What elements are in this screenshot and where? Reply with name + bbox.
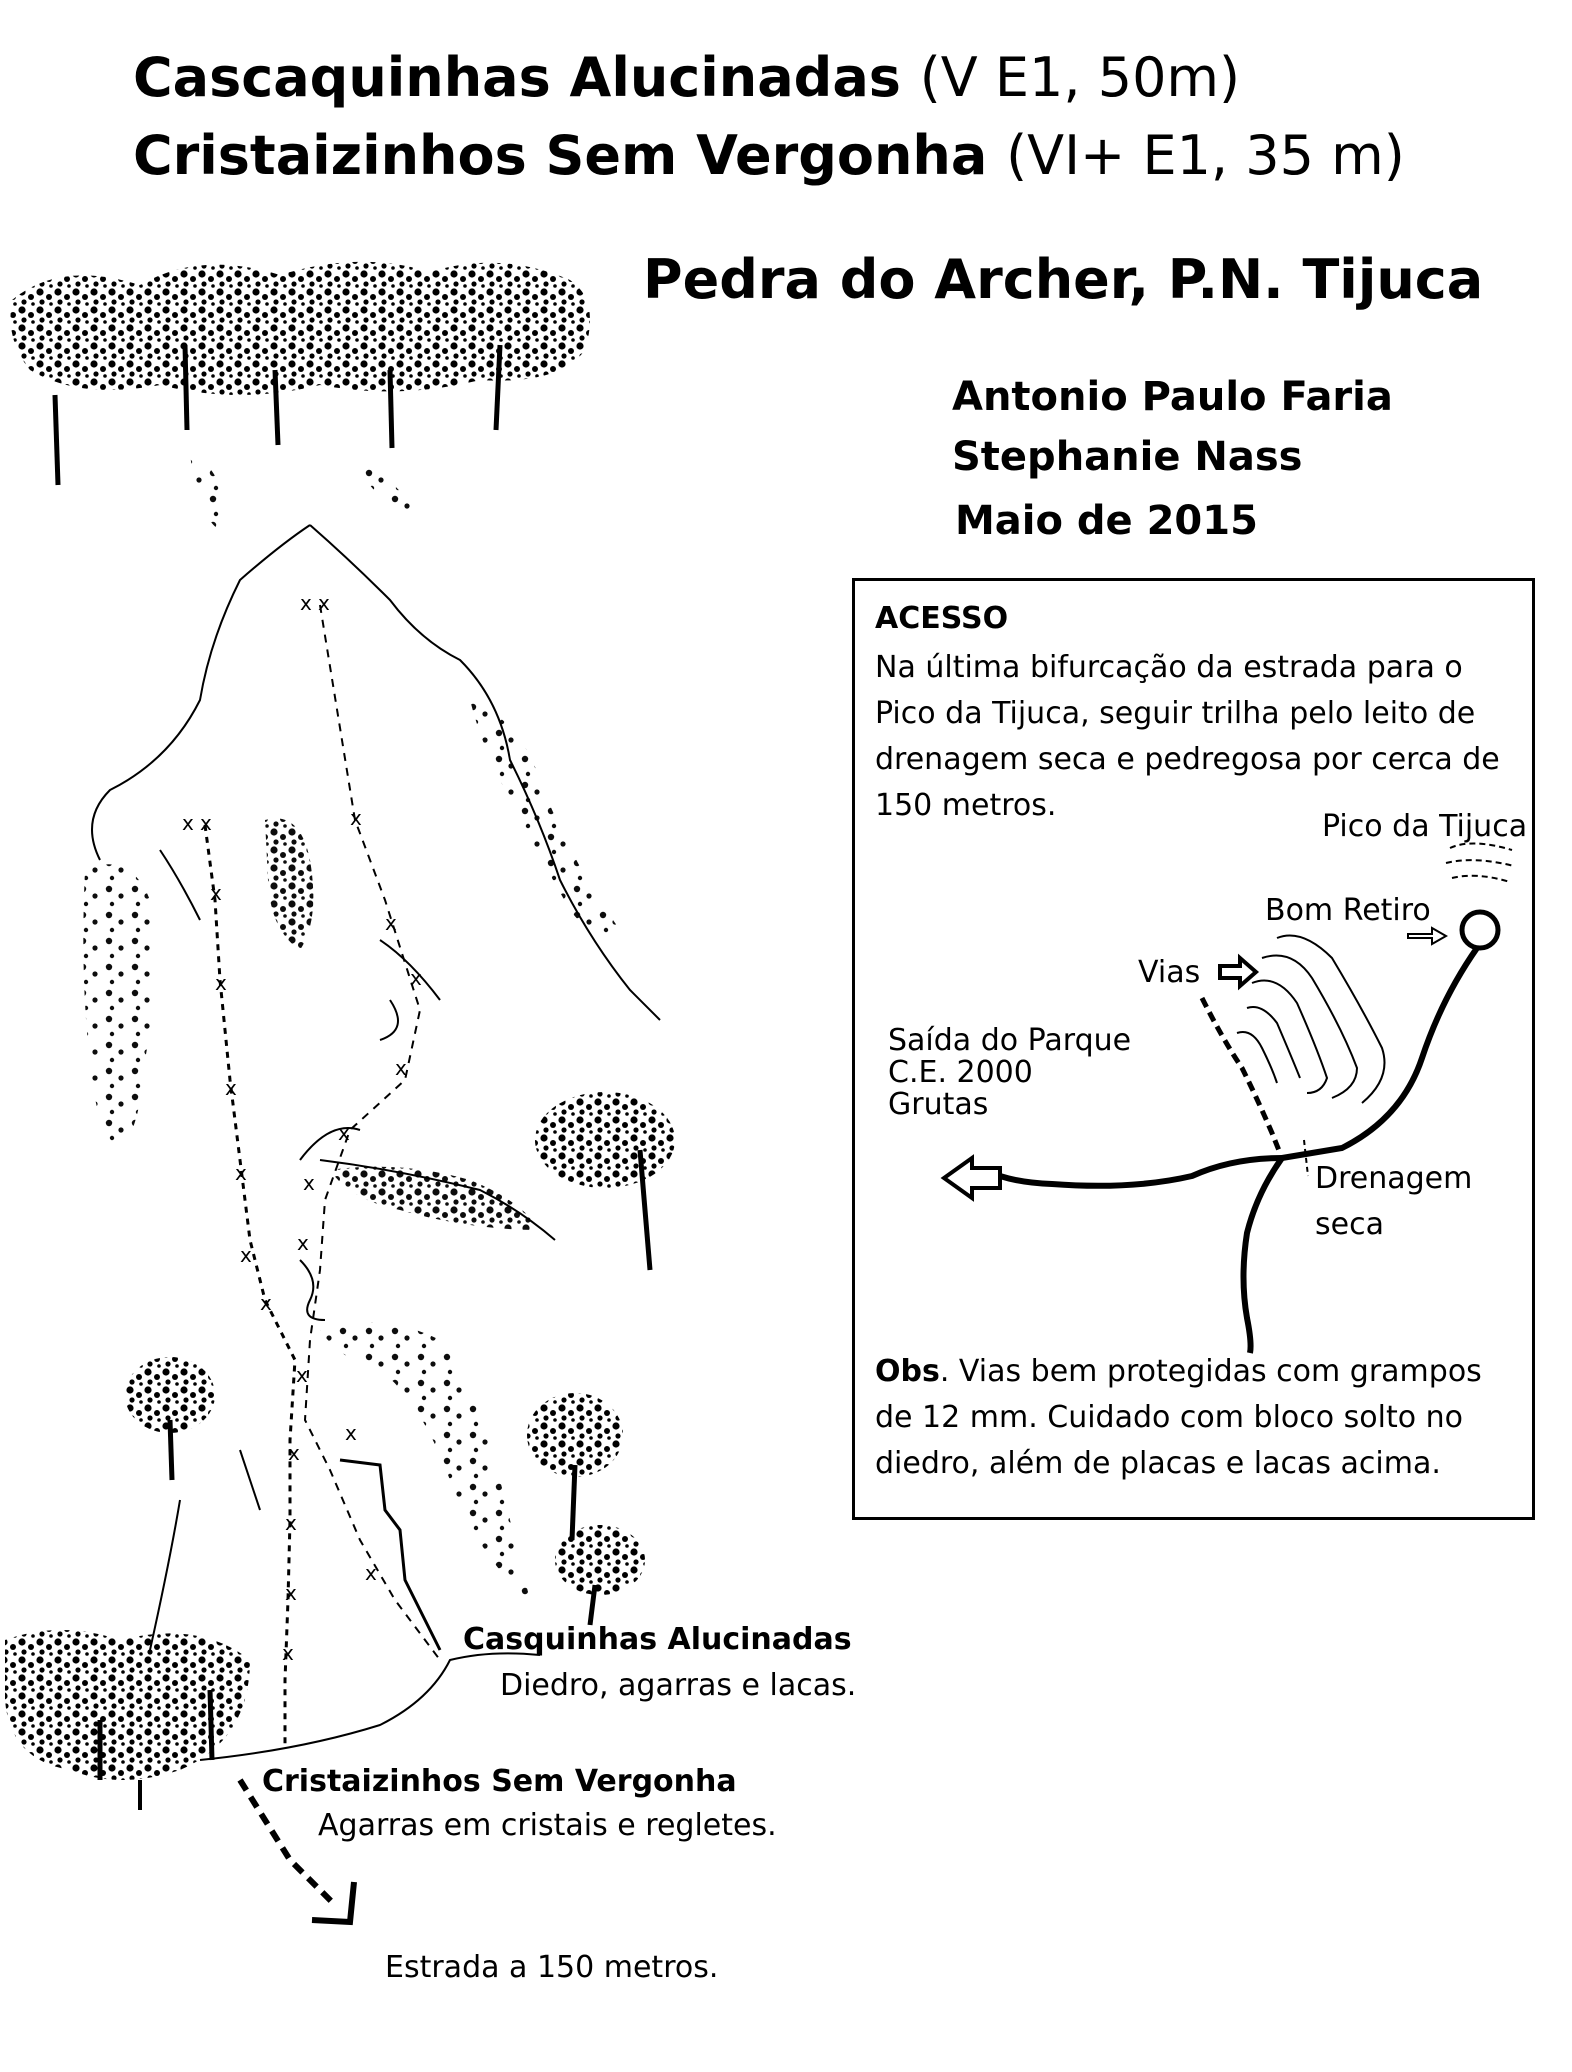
bolt-marker: x xyxy=(210,881,222,905)
obs-label: Obs xyxy=(875,1354,940,1389)
title-line-2: Cristaizinhos Sem Vergonha (VI+ E1, 35 m… xyxy=(133,126,1405,186)
rock-vegetation xyxy=(83,455,620,1600)
route-lines xyxy=(203,604,442,1926)
access-title: ACESSO xyxy=(875,601,1009,636)
route1-description: Diedro, agarras e lacas. xyxy=(500,1668,857,1703)
vias-arrow xyxy=(1218,953,1260,991)
route-casquinhas-line xyxy=(303,604,441,1661)
road-note: Estrada a 150 metros. xyxy=(385,1950,719,1985)
access-text: Na última bifurcação da estrada para o P… xyxy=(875,650,1500,823)
obs-note: Obs. Vias bem protegidas com grampos de … xyxy=(875,1349,1525,1487)
bolt-marker: x xyxy=(395,1056,407,1080)
route-cristaizinhos-line xyxy=(203,824,297,1745)
route2-title: Cristaizinhos Sem Vergonha xyxy=(133,124,988,187)
obs-text: . Vias bem protegidas com grampos de 12 … xyxy=(875,1354,1482,1481)
bolt-marker: x xyxy=(296,1363,308,1387)
bom-retiro-arrow xyxy=(1407,926,1449,946)
bolt-marker: x xyxy=(303,1171,315,1195)
bolt-marker: x xyxy=(300,591,312,615)
bolt-marker: x xyxy=(240,1243,252,1267)
bolt-marker: x xyxy=(282,1641,294,1665)
top-tree-line xyxy=(10,261,590,486)
bolt-marker: x xyxy=(345,1421,357,1445)
bolt-marker: x xyxy=(288,1441,300,1465)
route1-label: Casquinhas Alucinadas xyxy=(463,1622,852,1657)
bolt-marker: x xyxy=(235,1161,247,1185)
pico-hatching xyxy=(1445,842,1515,883)
author-1: Antonio Paulo Faria xyxy=(952,374,1393,420)
bolt-marker: x xyxy=(225,1076,237,1100)
map-label-drenagem-2: seca xyxy=(1315,1207,1384,1242)
road-south xyxy=(1240,1156,1285,1354)
map-label-saida-1: Saída do Parque xyxy=(888,1023,1132,1058)
dihedral-line xyxy=(339,1458,442,1651)
peak-marker xyxy=(1459,909,1501,951)
bolt-marker: x xyxy=(338,1121,350,1145)
bolt-marker: x xyxy=(410,966,422,990)
bolt-marker: x xyxy=(297,1231,309,1255)
tree-left-lower xyxy=(125,1357,215,1481)
title-line-1: Cascaquinhas Alucinadas (V E1, 50m) xyxy=(133,48,1240,108)
drenagem-line xyxy=(1303,1139,1309,1177)
approach-arrow xyxy=(311,1881,357,1926)
tree-right-base xyxy=(555,1525,645,1626)
route2-grade: (VI+ E1, 35 m) xyxy=(1006,124,1405,187)
bolt-markers: x x x x x x x x x x x x x x x x x x x x … xyxy=(182,591,422,1665)
map-label-drenagem-1: Drenagem xyxy=(1315,1161,1473,1196)
road-west xyxy=(999,1155,1283,1189)
access-map xyxy=(940,842,1515,1354)
contour-lines xyxy=(1236,934,1386,1104)
topo-date: Maio de 2015 xyxy=(955,498,1258,544)
bolt-marker: x xyxy=(215,971,227,995)
bolt-marker: x xyxy=(260,1291,272,1315)
base-tree-cluster xyxy=(5,1630,250,1810)
bolt-marker: x xyxy=(285,1511,297,1535)
approach-path xyxy=(237,1778,338,1908)
saida-arrow xyxy=(940,1154,1002,1202)
route1-title: Cascaquinhas Alucinadas xyxy=(133,46,901,109)
author-2: Stephanie Nass xyxy=(952,434,1303,480)
bolt-marker: x xyxy=(365,1561,377,1585)
tree-right-middle xyxy=(535,1092,675,1271)
bolt-marker: x xyxy=(350,806,362,830)
bolt-marker: x xyxy=(285,1581,297,1605)
access-box: ACESSO Na última bifurcação da estrada p… xyxy=(852,578,1535,1520)
bolt-marker: x xyxy=(182,811,194,835)
road-to-peak xyxy=(1281,946,1480,1161)
map-label-vias: Vias xyxy=(1138,955,1201,990)
map-label-saida-3: Grutas xyxy=(888,1087,989,1122)
route1-grade: (V E1, 50m) xyxy=(919,46,1241,109)
vias-path xyxy=(1199,996,1283,1154)
bolt-marker: x xyxy=(385,911,397,935)
route2-label: Cristaizinhos Sem Vergonha xyxy=(262,1764,737,1799)
bolt-marker: x xyxy=(200,811,212,835)
bolt-marker: x xyxy=(318,591,330,615)
route2-description: Agarras em cristais e regletes. xyxy=(318,1808,777,1843)
map-label-pico: Pico da Tijuca xyxy=(1322,809,1528,844)
location-title: Pedra do Archer, P.N. Tijuca xyxy=(643,248,1484,311)
map-label-saida-2: C.E. 2000 xyxy=(888,1055,1033,1090)
map-label-bom-retiro: Bom Retiro xyxy=(1265,893,1431,928)
tree-right-lower xyxy=(527,1393,623,1541)
